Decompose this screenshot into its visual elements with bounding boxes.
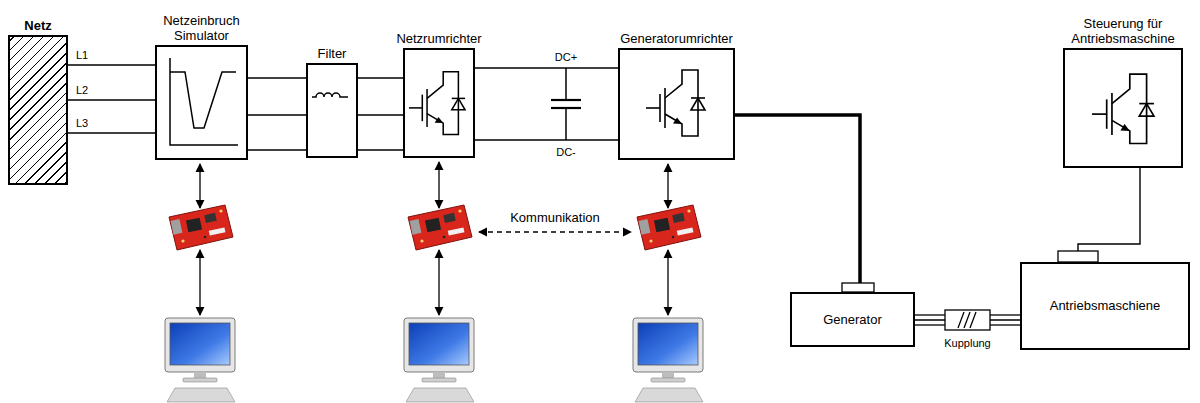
wire-connector <box>475 67 618 68</box>
node-heading: Netz <box>3 18 73 33</box>
drive-control-box: Steuerung für Antriebsmaschine <box>1063 48 1183 168</box>
wire-connector <box>248 77 306 78</box>
wire-connector <box>68 64 155 65</box>
wire-label: L1 <box>76 48 88 62</box>
link-label: Kommunikation <box>510 211 600 225</box>
controller-board <box>169 205 233 250</box>
igbt-symbol <box>1092 74 1154 143</box>
converter-box: Netzrumrichter <box>403 48 475 158</box>
simulator-box: Netzeinbruch Simulator <box>155 45 248 160</box>
grid-block: Netz <box>8 35 68 185</box>
wire-connector <box>358 77 403 78</box>
dip-curve <box>170 72 236 128</box>
coupling-symbol <box>915 310 1020 330</box>
wire-connector <box>358 149 403 150</box>
capacitor-symbol <box>551 68 581 140</box>
wire-connector <box>68 99 155 100</box>
machine-box: Antriebsmaschiene <box>1020 262 1190 350</box>
wire-connector <box>1078 168 1140 262</box>
filter-box: Filter <box>306 63 358 158</box>
data-link-arrows <box>200 162 668 315</box>
node-heading: Netzrumrichter <box>379 31 499 46</box>
pc-monitor <box>633 318 703 402</box>
node-heading: Netzeinbruch Simulator <box>147 13 257 43</box>
node-label: Generator <box>823 312 882 328</box>
terminal-box <box>842 283 874 292</box>
communication-arrow <box>479 231 631 232</box>
dc-bus-label: DC+ <box>555 50 577 64</box>
pc-monitor <box>404 318 474 402</box>
controller-board <box>637 205 701 250</box>
dc-bus-label: DC- <box>556 145 576 159</box>
inductor-symbol <box>312 93 348 97</box>
machine-box: Generator <box>790 292 915 347</box>
voltage-dip-graph <box>170 58 238 145</box>
node-heading: Steuerung für Antriebsmaschine <box>1057 16 1189 46</box>
node-label: Antriebsmaschiene <box>1050 298 1161 314</box>
igbt-symbol <box>409 72 465 135</box>
wire-connector <box>248 149 306 150</box>
converter-box: Generatorumrichter <box>618 48 735 160</box>
wire-connector <box>735 115 860 292</box>
node-heading: Filter <box>292 46 372 61</box>
node-body: Generator <box>792 294 913 345</box>
node-body: Antriebsmaschiene <box>1022 264 1188 348</box>
wire-label: L2 <box>76 83 88 97</box>
wire-connector <box>475 139 618 140</box>
node-heading: Generatorumrichter <box>602 31 752 46</box>
controller-board <box>408 205 472 250</box>
wire-label: L3 <box>76 116 88 130</box>
wire-connector <box>68 132 155 133</box>
terminal-box <box>1058 251 1098 262</box>
igbt-symbol <box>646 70 705 136</box>
wire-connector <box>248 114 306 115</box>
wire-connector <box>358 114 403 115</box>
wire-label: Kupplung <box>944 336 991 350</box>
pc-monitor <box>165 318 235 402</box>
graph-axes <box>170 58 238 145</box>
